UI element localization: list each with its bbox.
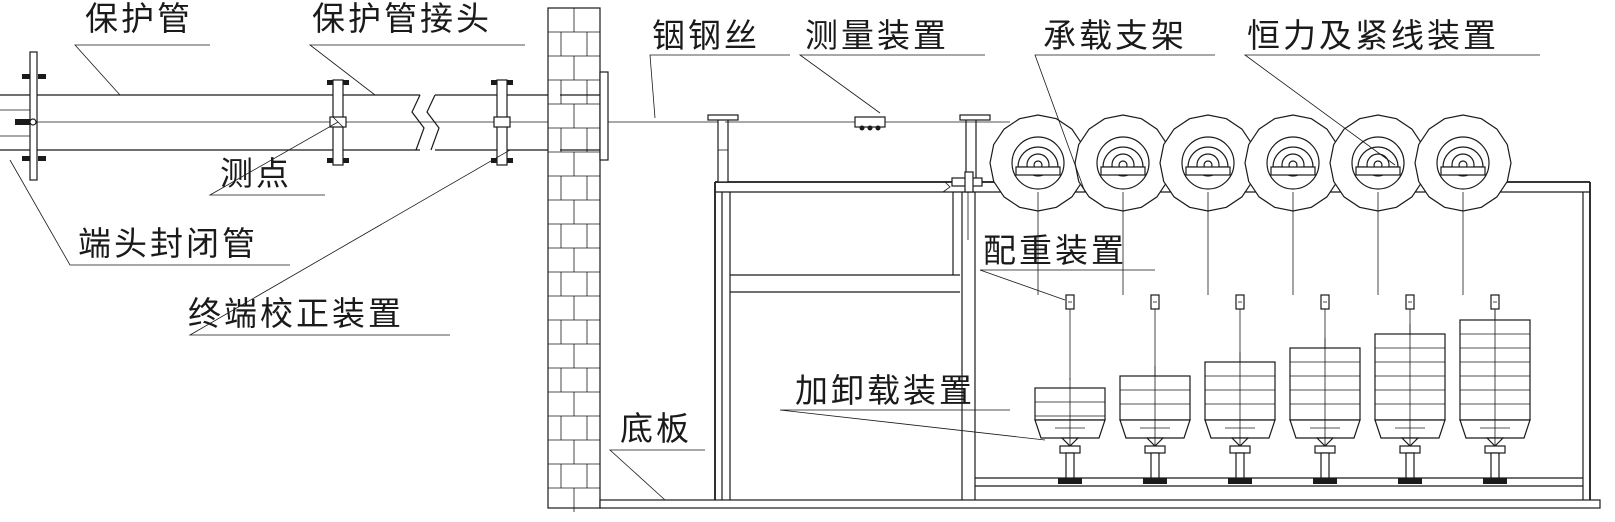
tank-valve [1229, 445, 1251, 454]
end-cap-flange [15, 51, 46, 181]
pulley-wheel-6 [1414, 114, 1512, 295]
label-protective-pipe: 保护管 [85, 0, 193, 38]
loading-tank-1 [1034, 378, 1106, 484]
counterweight-1 [1065, 294, 1075, 380]
tank-foot [1483, 478, 1507, 484]
label-counterweight-device: 配重装置 [983, 231, 1127, 270]
tank-stand [1490, 452, 1500, 479]
brick-wall [547, 7, 601, 512]
loading-tank-2 [1119, 366, 1191, 484]
pulley-wheel-4 [1244, 114, 1342, 295]
pulley-wheel-3 [1159, 114, 1257, 295]
pulley-wheel-2 [1074, 114, 1172, 295]
pulley-wheel-5 [1329, 114, 1427, 295]
label-measuring-point: 测点 [220, 154, 292, 193]
tank-foot [1398, 478, 1422, 484]
label-constant-force-device: 恒力及紧线装置 [1247, 16, 1499, 55]
loading-tank-4 [1289, 338, 1361, 484]
label-support-bracket: 承载支架 [1043, 16, 1187, 55]
tank-valve [1059, 445, 1081, 454]
label-end-correction-device: 终端校正装置 [188, 294, 404, 333]
label-pipe-joint: 保护管接头 [312, 0, 492, 38]
labels: 保护管 保护管接头 铟钢丝 测量装置 承载支架 恒力及紧线装置 测点 端头封闭管… [78, 0, 1499, 448]
tank-valve [1484, 445, 1506, 454]
loading-tank-6 [1459, 310, 1531, 484]
tank-valve [1399, 445, 1421, 454]
tank-foot [1313, 478, 1337, 484]
tank-stand [1320, 452, 1330, 479]
label-loading-device: 加卸载装置 [795, 371, 975, 410]
pulley-bracket [1015, 166, 1061, 176]
wall-sleeve-flange [560, 71, 609, 161]
pipe-joint-flange-2 [491, 79, 513, 166]
tank-valve [1144, 445, 1166, 454]
tank-stand [1405, 452, 1415, 479]
tank-valve [1314, 445, 1336, 454]
tank-foot [1228, 478, 1252, 484]
tank-stand [1150, 452, 1160, 479]
leader-lines [9, 44, 1540, 501]
pipe-joint-flange-1 [327, 79, 349, 166]
loading-tanks [1034, 310, 1531, 484]
loading-tank-5 [1374, 324, 1446, 484]
tank-foot [1058, 478, 1082, 484]
pulley-bracket [1185, 166, 1231, 176]
pulley-bracket [1440, 166, 1486, 176]
tank-foot [1143, 478, 1167, 484]
tension-pulleys [989, 114, 1512, 295]
label-measuring-device: 测量装置 [805, 16, 949, 55]
tank-stand [1065, 452, 1075, 479]
label-steel-wire: 铟钢丝 [652, 16, 760, 55]
pulley-bracket [1355, 166, 1401, 176]
protective-pipe [0, 94, 725, 151]
pulley-bracket [1100, 166, 1146, 176]
loading-tank-3 [1204, 352, 1276, 484]
label-end-cap-pipe: 端头封闭管 [78, 224, 258, 263]
pulley-wheel-1 [989, 114, 1087, 295]
pulley-bracket [1270, 166, 1316, 176]
label-base-plate: 底板 [620, 409, 692, 448]
tank-stand [1235, 452, 1245, 479]
